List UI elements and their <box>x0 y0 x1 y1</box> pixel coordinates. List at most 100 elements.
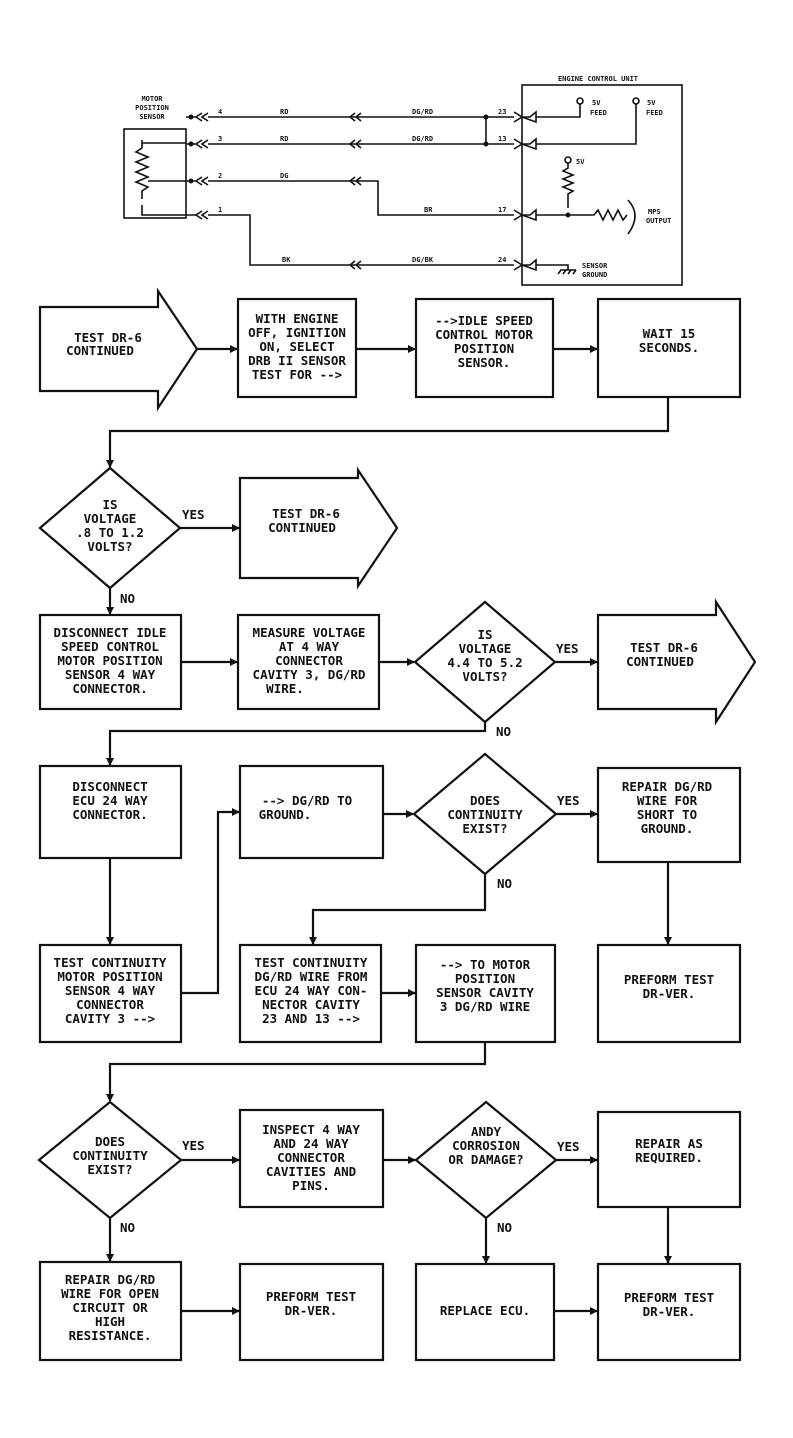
step-inspect-connectors <box>238 1108 385 1209</box>
s4-line3: MOTOR POSITION <box>57 653 162 668</box>
s9-line5: CAVITY 3 --> <box>65 1011 155 1026</box>
s9-line2: MOTOR POSITION <box>57 969 162 984</box>
no-label-d2: NO <box>496 724 511 739</box>
s15-line2: WIRE FOR OPEN <box>61 1286 159 1301</box>
d3-line3: EXIST? <box>462 821 507 836</box>
pin-3: 3 <box>218 135 222 143</box>
step-test-continuity-sensor <box>38 943 183 1044</box>
d4-line3: EXIST? <box>87 1162 132 1177</box>
s1-line5: TEST FOR --> <box>252 367 342 382</box>
pin-1: 1 <box>218 206 222 214</box>
feed2-5v: 5V <box>647 99 656 107</box>
step-repair-as-required <box>596 1110 742 1209</box>
ecu-label: ENGINE CONTROL UNIT <box>558 75 638 83</box>
s12-line1: PREFORM TEST <box>624 972 714 987</box>
sensor-label-line3: SENSOR <box>139 113 165 121</box>
s2-line2: CONTROL MOTOR <box>435 327 533 342</box>
ecu-pin-13: 13 <box>498 135 506 143</box>
pin-4: 4 <box>218 108 222 116</box>
ecu-pin-connectors <box>513 110 537 272</box>
s9-line3: SENSOR 4 WAY <box>65 983 156 998</box>
sensor-label-line2: POSITION <box>135 104 169 112</box>
feed2-label: FEED <box>646 109 663 117</box>
s3-line1: WAIT 15 <box>643 326 696 341</box>
s17-line1: REPLACE ECU. <box>440 1303 530 1318</box>
s4-line5: CONNECTOR. <box>72 681 147 696</box>
sensor-ground-line1: SENSOR <box>582 262 608 270</box>
s14-line1: REPAIR AS <box>635 1136 703 1151</box>
s2-line4: SENSOR. <box>458 355 511 370</box>
d2-line1: IS <box>477 627 492 642</box>
s6-line3: CONNECTOR. <box>72 807 147 822</box>
s15-line1: REPAIR DG/RD <box>65 1272 155 1287</box>
step-replace-ecu <box>414 1262 556 1362</box>
pullup-5v: 5V <box>576 158 585 166</box>
s16-line2: DR-VER. <box>285 1303 338 1318</box>
s6-line2: ECU 24 WAY <box>72 793 148 808</box>
start-line2: CONTINUED <box>66 343 134 358</box>
step-dgrd-to-ground <box>238 764 385 860</box>
s18-line1: PREFORM TEST <box>624 1290 714 1305</box>
wire-pin1 <box>208 214 514 266</box>
s9-line1: TEST CONTINUITY <box>54 955 167 970</box>
start-line1: TEST DR-6 <box>74 330 142 345</box>
s1-line3: ON, SELECT <box>259 339 334 354</box>
s3-line2: SECONDS. <box>639 340 699 355</box>
wire-color-4-sensor: RD <box>280 108 288 116</box>
wire-color-1-sensor: BK <box>282 256 291 264</box>
s8-line1: REPAIR DG/RD <box>622 779 712 794</box>
s11-line3: SENSOR CAVITY <box>436 985 534 1000</box>
no-label-d3: NO <box>497 876 512 891</box>
sensor-resistor-icon <box>133 140 151 199</box>
wire-color-1-ecu: DG/BK <box>412 256 434 264</box>
s15-line3: CIRCUIT OR <box>72 1300 148 1315</box>
no-label-d4: NO <box>120 1220 135 1235</box>
d1-line3: .8 TO 1.2 <box>76 525 144 540</box>
s13-line4: CAVITIES AND <box>266 1164 356 1179</box>
s1-line1: WITH ENGINE <box>256 311 339 326</box>
sensor-label-line1: MOTOR <box>141 95 163 103</box>
s12-line2: DR-VER. <box>643 986 696 1001</box>
d4-line1: DOES <box>95 1134 125 1149</box>
mps-output-line1: MPS <box>648 208 661 216</box>
step-perform-test-1 <box>596 943 742 1044</box>
wiring-diagram: MOTOR POSITION SENSOR 4 3 2 1 <box>123 75 683 286</box>
s8-line3: SHORT TO <box>637 807 697 822</box>
d1-line2: VOLTAGE <box>84 511 137 526</box>
ecu-pin-24: 24 <box>498 256 506 264</box>
s13-line1: INSPECT 4 WAY <box>262 1122 360 1137</box>
step-disconnect-ecu <box>38 764 183 860</box>
mps-output-line2: OUTPUT <box>646 217 671 225</box>
d1-yes-line2: CONTINUED <box>268 520 336 535</box>
step-select-sensor-test <box>236 297 358 399</box>
step-repair-short <box>596 766 742 864</box>
s10-line5: 23 AND 13 --> <box>262 1011 360 1026</box>
s15-line5: RESISTANCE. <box>69 1328 152 1343</box>
s2-line3: POSITION <box>454 341 514 356</box>
flowchart: YES NO YES NO YES NO YES NO YES NO TEST … <box>37 287 757 1362</box>
d3-line2: CONTINUITY <box>447 807 523 822</box>
s10-line3: ECU 24 WAY CON- <box>255 983 368 998</box>
wire-pin2 <box>208 180 514 216</box>
wire-color-4-ecu: DG/RD <box>412 108 433 116</box>
s5-line4: CAVITY 3, DG/RD <box>253 667 366 682</box>
s5-line1: MEASURE VOLTAGE <box>253 625 366 640</box>
s2-line1: -->IDLE SPEED <box>435 313 533 328</box>
yes-label-d5: YES <box>557 1139 580 1154</box>
s13-line3: CONNECTOR <box>277 1150 345 1165</box>
s1-line4: DRB II SENSOR <box>248 353 346 368</box>
yes-label-d4: YES <box>182 1138 205 1153</box>
d1-yes-line1: TEST DR-6 <box>272 506 340 521</box>
s4-line2: SPEED CONTROL <box>61 639 159 654</box>
feed1-label: FEED <box>590 109 607 117</box>
s7-line1: --> DG/RD TO <box>262 793 352 808</box>
d2-yes-line2: CONTINUED <box>626 654 694 669</box>
s16-line1: PREFORM TEST <box>266 1289 356 1304</box>
s6-line1: DISCONNECT <box>72 779 147 794</box>
s11-line4: 3 DG/RD WIRE <box>440 999 530 1014</box>
wire-color-2-sensor: DG <box>280 172 288 180</box>
pullup-resistor-icon <box>536 163 628 222</box>
pin-2: 2 <box>218 172 222 180</box>
step-repair-open-circuit <box>38 1260 183 1362</box>
s5-line3: CONNECTOR <box>275 653 343 668</box>
